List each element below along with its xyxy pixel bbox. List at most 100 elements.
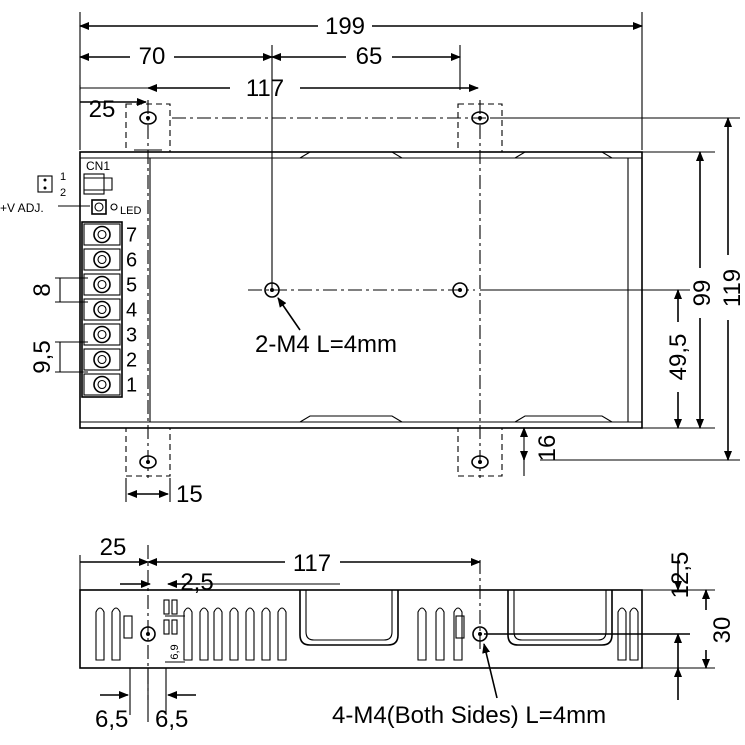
side-window-right — [507, 590, 613, 646]
dim-side-hole-offset-label: 25 — [100, 534, 127, 561]
terminal-cell — [83, 373, 121, 396]
terminal-screw-head — [97, 354, 107, 365]
terminal-block-outline — [81, 221, 123, 398]
dim-side-height-label: 30 — [709, 617, 736, 644]
terminal-screw-head — [97, 254, 107, 265]
dim-top-offset-label: 12,5 — [667, 552, 694, 599]
dim-hole-offset: 25 — [80, 96, 147, 123]
terminal-screw-head — [97, 329, 107, 340]
side-view: 25 117 2,5 — [79, 534, 736, 733]
terminal-screw-head — [97, 229, 107, 240]
terminal-number: 4 — [126, 300, 137, 322]
fin — [435, 607, 445, 661]
dim-side-hole-spacing-label: 117 — [293, 550, 331, 577]
terminal-number: 3 — [126, 325, 137, 347]
terminal-number: 7 — [126, 225, 137, 247]
terminal-cell — [83, 248, 121, 271]
terminal-screw — [93, 225, 111, 244]
side-slot — [123, 615, 133, 639]
heatsink-fins — [95, 599, 639, 661]
dim-center-to-hole: 65 — [271, 43, 461, 70]
dim-foot-width-label: 15 — [176, 481, 203, 508]
dim-center-to-hole-label: 65 — [356, 43, 383, 70]
side-window-left — [299, 590, 399, 646]
fin — [277, 607, 287, 661]
led-label: LED — [120, 205, 141, 217]
terminal-screw — [93, 275, 111, 294]
terminal-screw — [93, 350, 111, 369]
terminal-cell — [83, 273, 121, 296]
dim-side-hole-offset: 25 — [80, 534, 149, 566]
dim-hole-offset-label: 25 — [89, 96, 116, 123]
dim-top-offset: 12,5 — [667, 552, 694, 700]
side-slot — [171, 619, 178, 635]
terminal-number: 6 — [126, 250, 137, 272]
dim-height-inner: 99 — [689, 151, 716, 429]
dim-left-gap-label: 6,5 — [95, 706, 128, 733]
dim-foot-height: 16 — [520, 427, 561, 476]
dim-pin-pitch: 8 — [29, 277, 88, 303]
cn1-label: CN1 — [86, 159, 110, 173]
side-slot — [163, 599, 170, 615]
terminal-number: 1 — [126, 375, 137, 397]
fin — [111, 607, 121, 661]
dim-overall-width: 199 — [79, 13, 643, 40]
fin — [629, 607, 639, 661]
center-mount-note: 2-M4 L=4mm — [255, 331, 397, 358]
fin — [261, 607, 271, 661]
dim-hole-spacing: 117 — [80, 75, 479, 102]
terminal-screw — [93, 375, 111, 394]
v-adj-potentiometer — [91, 199, 107, 215]
terminal-cell — [83, 298, 121, 321]
side-slot — [163, 619, 170, 635]
dim-right-gap-label: 6,5 — [155, 706, 188, 733]
dim-overall-width-label: 199 — [325, 13, 365, 40]
dim-pin-group: 9,5 — [29, 340, 88, 374]
terminal-screw-head — [97, 279, 107, 290]
dim-left-to-center: 70 — [79, 43, 273, 70]
terminal-screw-head — [97, 379, 107, 390]
fin — [417, 607, 427, 661]
terminal-screw — [93, 325, 111, 344]
cn1-pin-1: 1 — [60, 171, 66, 183]
cn1-pin-2: 2 — [60, 187, 66, 199]
fin — [617, 607, 627, 661]
terminal-number: 5 — [126, 275, 137, 297]
fin — [453, 607, 463, 661]
fin — [95, 607, 105, 661]
top-view: 199 70 65 117 25 — [0, 12, 745, 508]
fin — [245, 607, 255, 661]
dim-center-height-label: 49,5 — [665, 334, 692, 381]
terminal-cell — [83, 223, 121, 246]
terminal-screw-head — [97, 304, 107, 315]
dim-slot-offset-label: 2,5 — [180, 569, 213, 596]
dim-pin-group-label: 9,5 — [29, 340, 56, 373]
side-mount-note: 4-M4(Both Sides) L=4mm — [332, 702, 606, 729]
dim-center-height: 49,5 — [665, 289, 692, 429]
v-adj-label: +V ADJ. — [0, 201, 44, 215]
center-hole-right — [452, 282, 468, 298]
dim-side-hole-spacing: 117 — [147, 550, 481, 577]
dim-foot-height-label: 16 — [534, 435, 561, 462]
dim-height-inner-label: 99 — [689, 280, 716, 307]
dim-left-to-center-label: 70 — [139, 43, 166, 70]
terminal-block: 7 6 5 4 3 2 1 — [81, 221, 137, 398]
terminal-screw — [93, 300, 111, 319]
fin — [183, 607, 193, 661]
psu-body-side — [79, 589, 643, 669]
fin — [213, 607, 223, 661]
fin — [229, 607, 239, 661]
dim-height-overall: 119 — [719, 117, 745, 461]
dim-foot-width: 15 — [125, 478, 203, 508]
dim-side-height: 30 — [702, 589, 736, 669]
dim-hole-spacing-label: 117 — [246, 75, 284, 102]
side-slot — [171, 599, 178, 615]
terminal-screw — [93, 250, 111, 269]
terminal-number: 2 — [126, 350, 137, 372]
dim-slot-height-label: 6,9 — [169, 644, 181, 659]
dim-pin-pitch-label: 8 — [29, 283, 56, 296]
side-slot — [455, 615, 465, 639]
terminal-cell — [83, 348, 121, 371]
terminal-cell — [83, 323, 121, 346]
